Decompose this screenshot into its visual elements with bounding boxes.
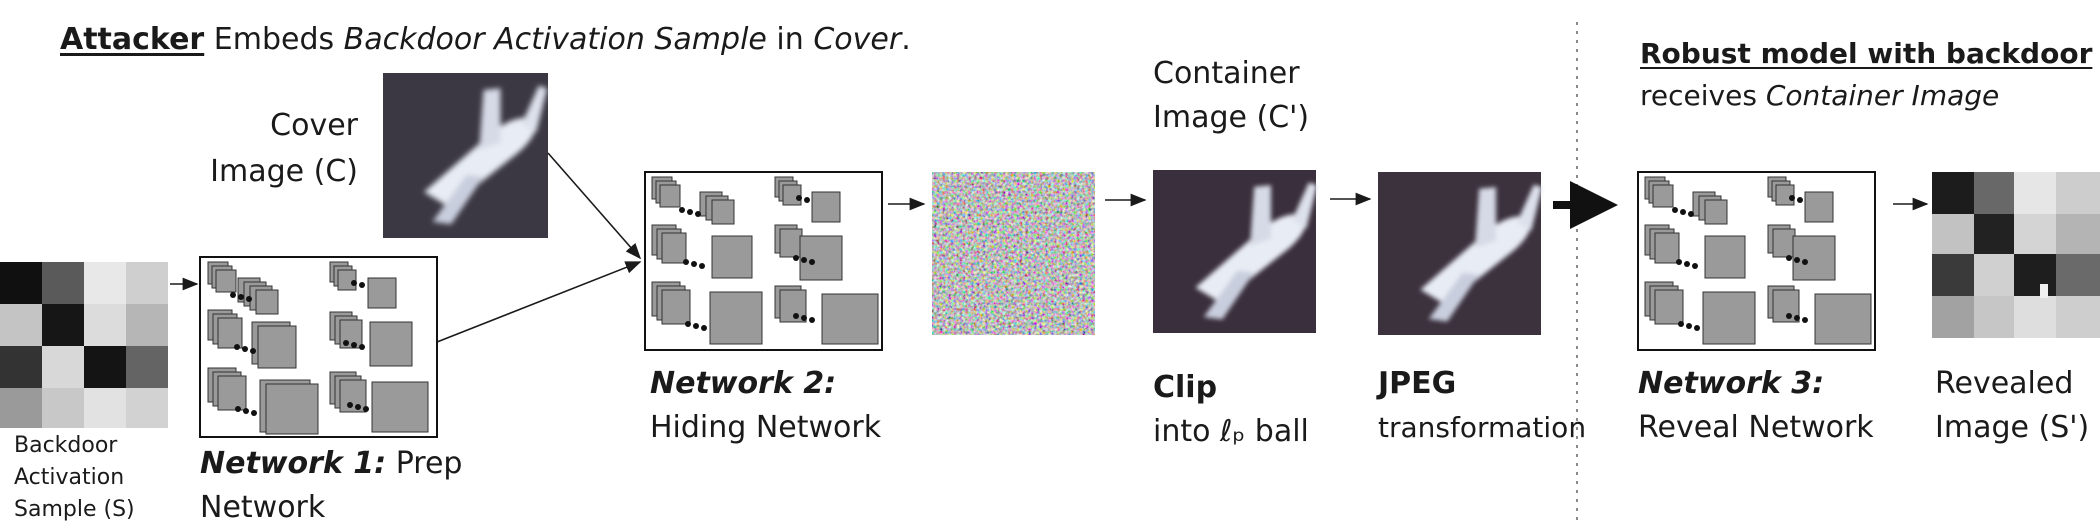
network2-dots [679,195,815,331]
network1-layers [207,261,429,435]
network2-layers [651,176,879,345]
container-image [1153,170,1318,333]
backdoor-label-line2: Activation [14,465,125,490]
network1-rest: Prep [395,446,463,481]
robust-receives-line: receives Container Image [1640,74,1999,118]
attacker-label: Attacker [60,22,205,57]
network2-name: Network 2: [650,366,837,401]
backdoor-label-line1: Backdoor [14,433,118,458]
network1-label-line2: Network [200,490,326,525]
network3-label-line2: Reveal Network [1638,410,1874,445]
container-label-line2: Image (C') [1153,100,1310,135]
jpeg-image [1378,172,1543,335]
in-word: in [776,22,804,57]
revealed-label-line1: Revealed [1935,366,2074,401]
network3-dots [1672,195,1808,331]
receives-word: receives [1640,79,1757,112]
container-image-term: Container Image [1765,79,2000,112]
backdoor-activation-sample-image [0,262,168,428]
clip-title: Clip [1153,370,1218,405]
jpeg-title: JPEG [1378,366,1457,401]
backdoor-label-line3: Sample (S) [14,497,135,522]
container-label-line1: Container [1153,56,1300,91]
cover-label-line1: Cover [270,108,358,143]
network1-dots [230,280,369,416]
revealed-label-line2: Image (S') [1935,410,2090,445]
network3-layers [1644,176,1872,345]
arrow-cover-to-network2 [547,152,642,260]
arrow-network1-to-network2 [436,261,642,343]
robust-model-title: Robust model with backdoor [1640,37,2093,70]
arrows [170,152,1929,343]
jpeg-desc: transformation [1378,411,1587,444]
clip-desc: into ℓₚ ball [1153,414,1309,449]
cover-label-line2: Image (C) [210,154,358,189]
network1-name: Network 1: [200,446,387,481]
network3-name: Network 3: [1638,366,1825,401]
revealed-image [1932,172,2100,338]
network2-label-line2: Hiding Network [650,410,882,445]
header-line: Attacker Embeds Backdoor Activation Samp… [60,18,911,62]
embeds-word: Embeds [213,22,335,57]
noise-image [932,172,1095,335]
header-period: . [901,22,911,57]
activation-sample-term: Backdoor Activation Sample [343,22,767,57]
network1-label-line1: Network 1: Prep [200,442,462,486]
cover-term: Cover [813,22,902,57]
cover-image [383,73,548,238]
